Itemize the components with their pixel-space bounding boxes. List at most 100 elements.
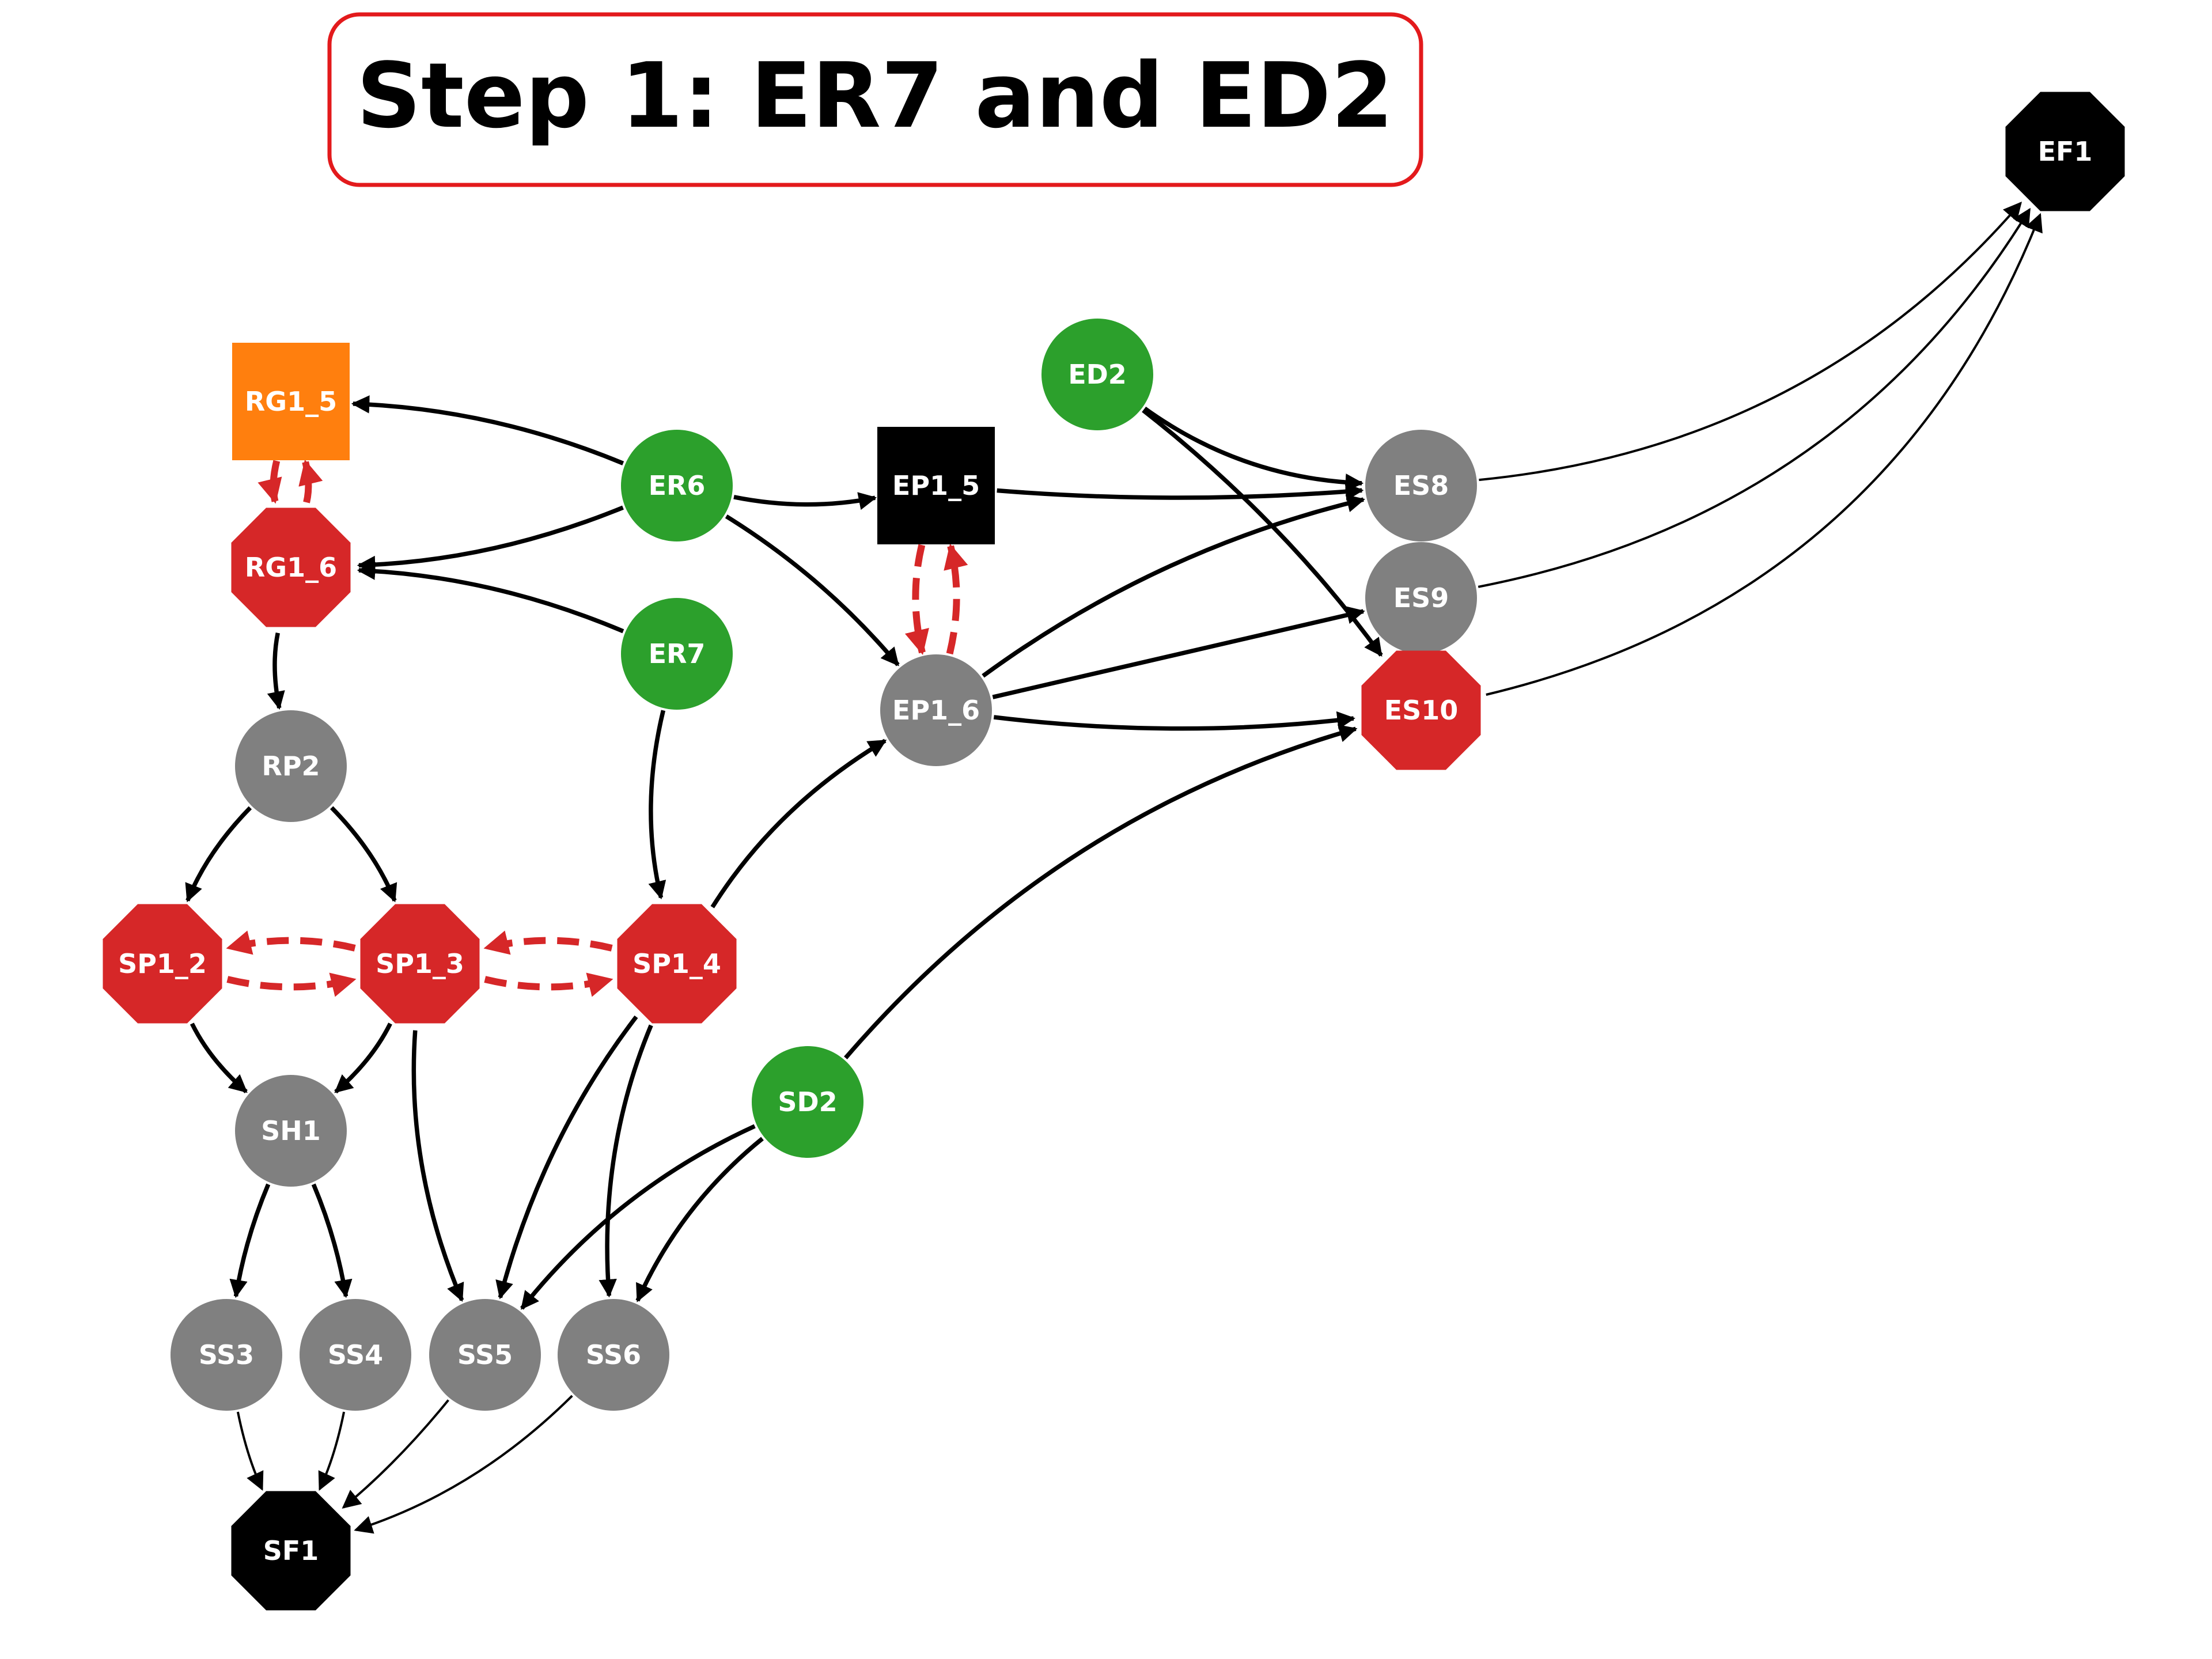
node-label-es10: ES10 [1384, 695, 1459, 726]
edge-ep1-5-to-es8 [997, 482, 1364, 501]
node-shape-sd2 [752, 1046, 863, 1158]
node-shape-sh1 [235, 1075, 347, 1187]
edge-sp1-2-to-sp1-3 [226, 972, 357, 997]
node-shape-er6 [621, 430, 733, 541]
edge-rg1-6-to-rp2 [267, 632, 285, 710]
edge-er6-to-rg1-6 [357, 505, 624, 574]
node-label-sp1-2: SP1_2 [118, 948, 207, 979]
node-shape-sp1-4 [617, 904, 737, 1024]
edge-er6-to-rg1-5 [351, 395, 624, 465]
node-label-ep1-5: EP1_5 [892, 470, 980, 501]
edge-es8-to-ef1 [1479, 201, 2022, 482]
edge-rg1-5-to-rg1-6 [257, 460, 282, 504]
edge-sh1-to-ss4 [311, 1183, 353, 1298]
node-label-er6: ER6 [649, 470, 706, 501]
edge-sp1-3-to-sp1-4 [484, 972, 613, 997]
node-shape-rp2 [235, 710, 347, 822]
node-ep1-6[interactable]: EP1_6 [880, 654, 992, 766]
node-ss5[interactable]: SS5 [429, 1299, 541, 1411]
node-shape-ed2 [1041, 319, 1153, 430]
node-sp1-2[interactable]: SP1_2 [103, 904, 222, 1024]
node-sf1[interactable]: SF1 [231, 1491, 351, 1611]
node-label-rg1-6: RG1_6 [245, 552, 337, 583]
node-ef1[interactable]: EF1 [2005, 92, 2125, 211]
node-er7[interactable]: ER7 [621, 598, 733, 710]
node-rp2[interactable]: RP2 [235, 710, 347, 822]
node-ed2[interactable]: ED2 [1041, 319, 1153, 430]
edge-ep1-6-to-es10 [993, 711, 1355, 731]
edge-ep1-5-to-ep1-6 [904, 544, 929, 656]
node-label-es9: ES9 [1393, 582, 1449, 613]
node-sd2[interactable]: SD2 [752, 1046, 863, 1158]
node-label-sh1: SH1 [261, 1115, 321, 1146]
node-sh1[interactable]: SH1 [235, 1075, 347, 1187]
edge-es10-to-ef1 [1486, 213, 2043, 696]
node-label-ss6: SS6 [586, 1339, 641, 1370]
node-shape-es10 [1361, 650, 1481, 770]
node-label-ss3: SS3 [199, 1339, 254, 1370]
node-label-ed2: ED2 [1068, 359, 1127, 390]
edge-sp1-4-to-ep1-6 [710, 738, 887, 908]
node-label-er7: ER7 [649, 638, 706, 669]
edge-ss3-to-sf1 [236, 1411, 264, 1491]
node-shape-es8 [1365, 430, 1477, 541]
title-border [327, 12, 1423, 187]
node-ss3[interactable]: SS3 [171, 1299, 282, 1411]
node-shape-ss5 [429, 1299, 541, 1411]
node-label-sd2: SD2 [778, 1086, 837, 1118]
node-shape-rg1-5 [232, 343, 350, 460]
edge-rp2-to-sp1-2 [185, 806, 252, 903]
node-label-ep1-6: EP1_6 [892, 695, 980, 726]
node-label-rg1-5: RG1_5 [245, 386, 337, 417]
node-shape-sp1-3 [360, 904, 480, 1024]
edge-sp1-3-to-sp1-2 [226, 930, 356, 955]
node-es9[interactable]: ES9 [1365, 542, 1477, 654]
edge-sd2-to-ss5 [520, 1124, 756, 1310]
node-label-ef1: EF1 [2038, 136, 2093, 167]
node-er6[interactable]: ER6 [621, 430, 733, 541]
node-shape-sf1 [231, 1491, 351, 1611]
edge-er6-to-ep1-5 [733, 492, 877, 510]
node-label-rp2: RP2 [262, 751, 320, 782]
node-shape-rg1-6 [231, 507, 351, 627]
node-shape-sp1-2 [103, 904, 222, 1024]
edge-sd2-to-ss6 [635, 1137, 764, 1302]
node-ep1-5[interactable]: EP1_5 [877, 427, 995, 544]
node-shape-ef1 [2005, 92, 2125, 211]
edge-rg1-6-to-rg1-5 [298, 459, 323, 503]
edge-es9-to-ef1 [1478, 207, 2031, 588]
edge-ss6-to-sf1 [354, 1395, 573, 1534]
edges-layer [185, 201, 2043, 1534]
edge-sp1-4-to-sp1-3 [483, 930, 613, 955]
edge-rp2-to-sp1-3 [330, 806, 397, 903]
edge-er7-to-rg1-6 [357, 562, 624, 634]
edge-sp1-3-to-ss5 [411, 1030, 464, 1302]
node-rg1-5[interactable]: RG1_5 [232, 343, 350, 460]
node-shape-er7 [621, 598, 733, 710]
node-ss6[interactable]: SS6 [558, 1299, 669, 1411]
edge-sd2-to-es10 [844, 724, 1358, 1059]
edge-sp1-3-to-sh1 [334, 1022, 392, 1094]
node-sp1-3[interactable]: SP1_3 [360, 904, 480, 1024]
node-label-sf1: SF1 [263, 1535, 319, 1566]
node-label-es8: ES8 [1393, 470, 1449, 501]
edge-er6-to-ep1-6 [725, 514, 900, 666]
edge-ed2-to-es8 [1143, 406, 1364, 492]
edge-ep1-6-to-es9 [992, 606, 1365, 699]
node-label-ss5: SS5 [457, 1339, 513, 1370]
node-rg1-6[interactable]: RG1_6 [231, 507, 351, 627]
node-shape-es9 [1365, 542, 1477, 654]
node-es10[interactable]: ES10 [1361, 650, 1481, 770]
edge-er7-to-sp1-4 [648, 710, 666, 900]
node-shape-ss6 [558, 1299, 669, 1411]
node-ss4[interactable]: SS4 [300, 1299, 411, 1411]
node-shape-ss4 [300, 1299, 411, 1411]
title-box: Step 1: ER7 and ED2 [327, 12, 1423, 187]
edge-sp1-4-to-ss5 [495, 1015, 638, 1300]
edge-sh1-to-ss3 [229, 1183, 271, 1298]
node-sp1-4[interactable]: SP1_4 [617, 904, 737, 1024]
diagram-title: Step 1: ER7 and ED2 [357, 43, 1393, 148]
node-es8[interactable]: ES8 [1365, 430, 1477, 541]
